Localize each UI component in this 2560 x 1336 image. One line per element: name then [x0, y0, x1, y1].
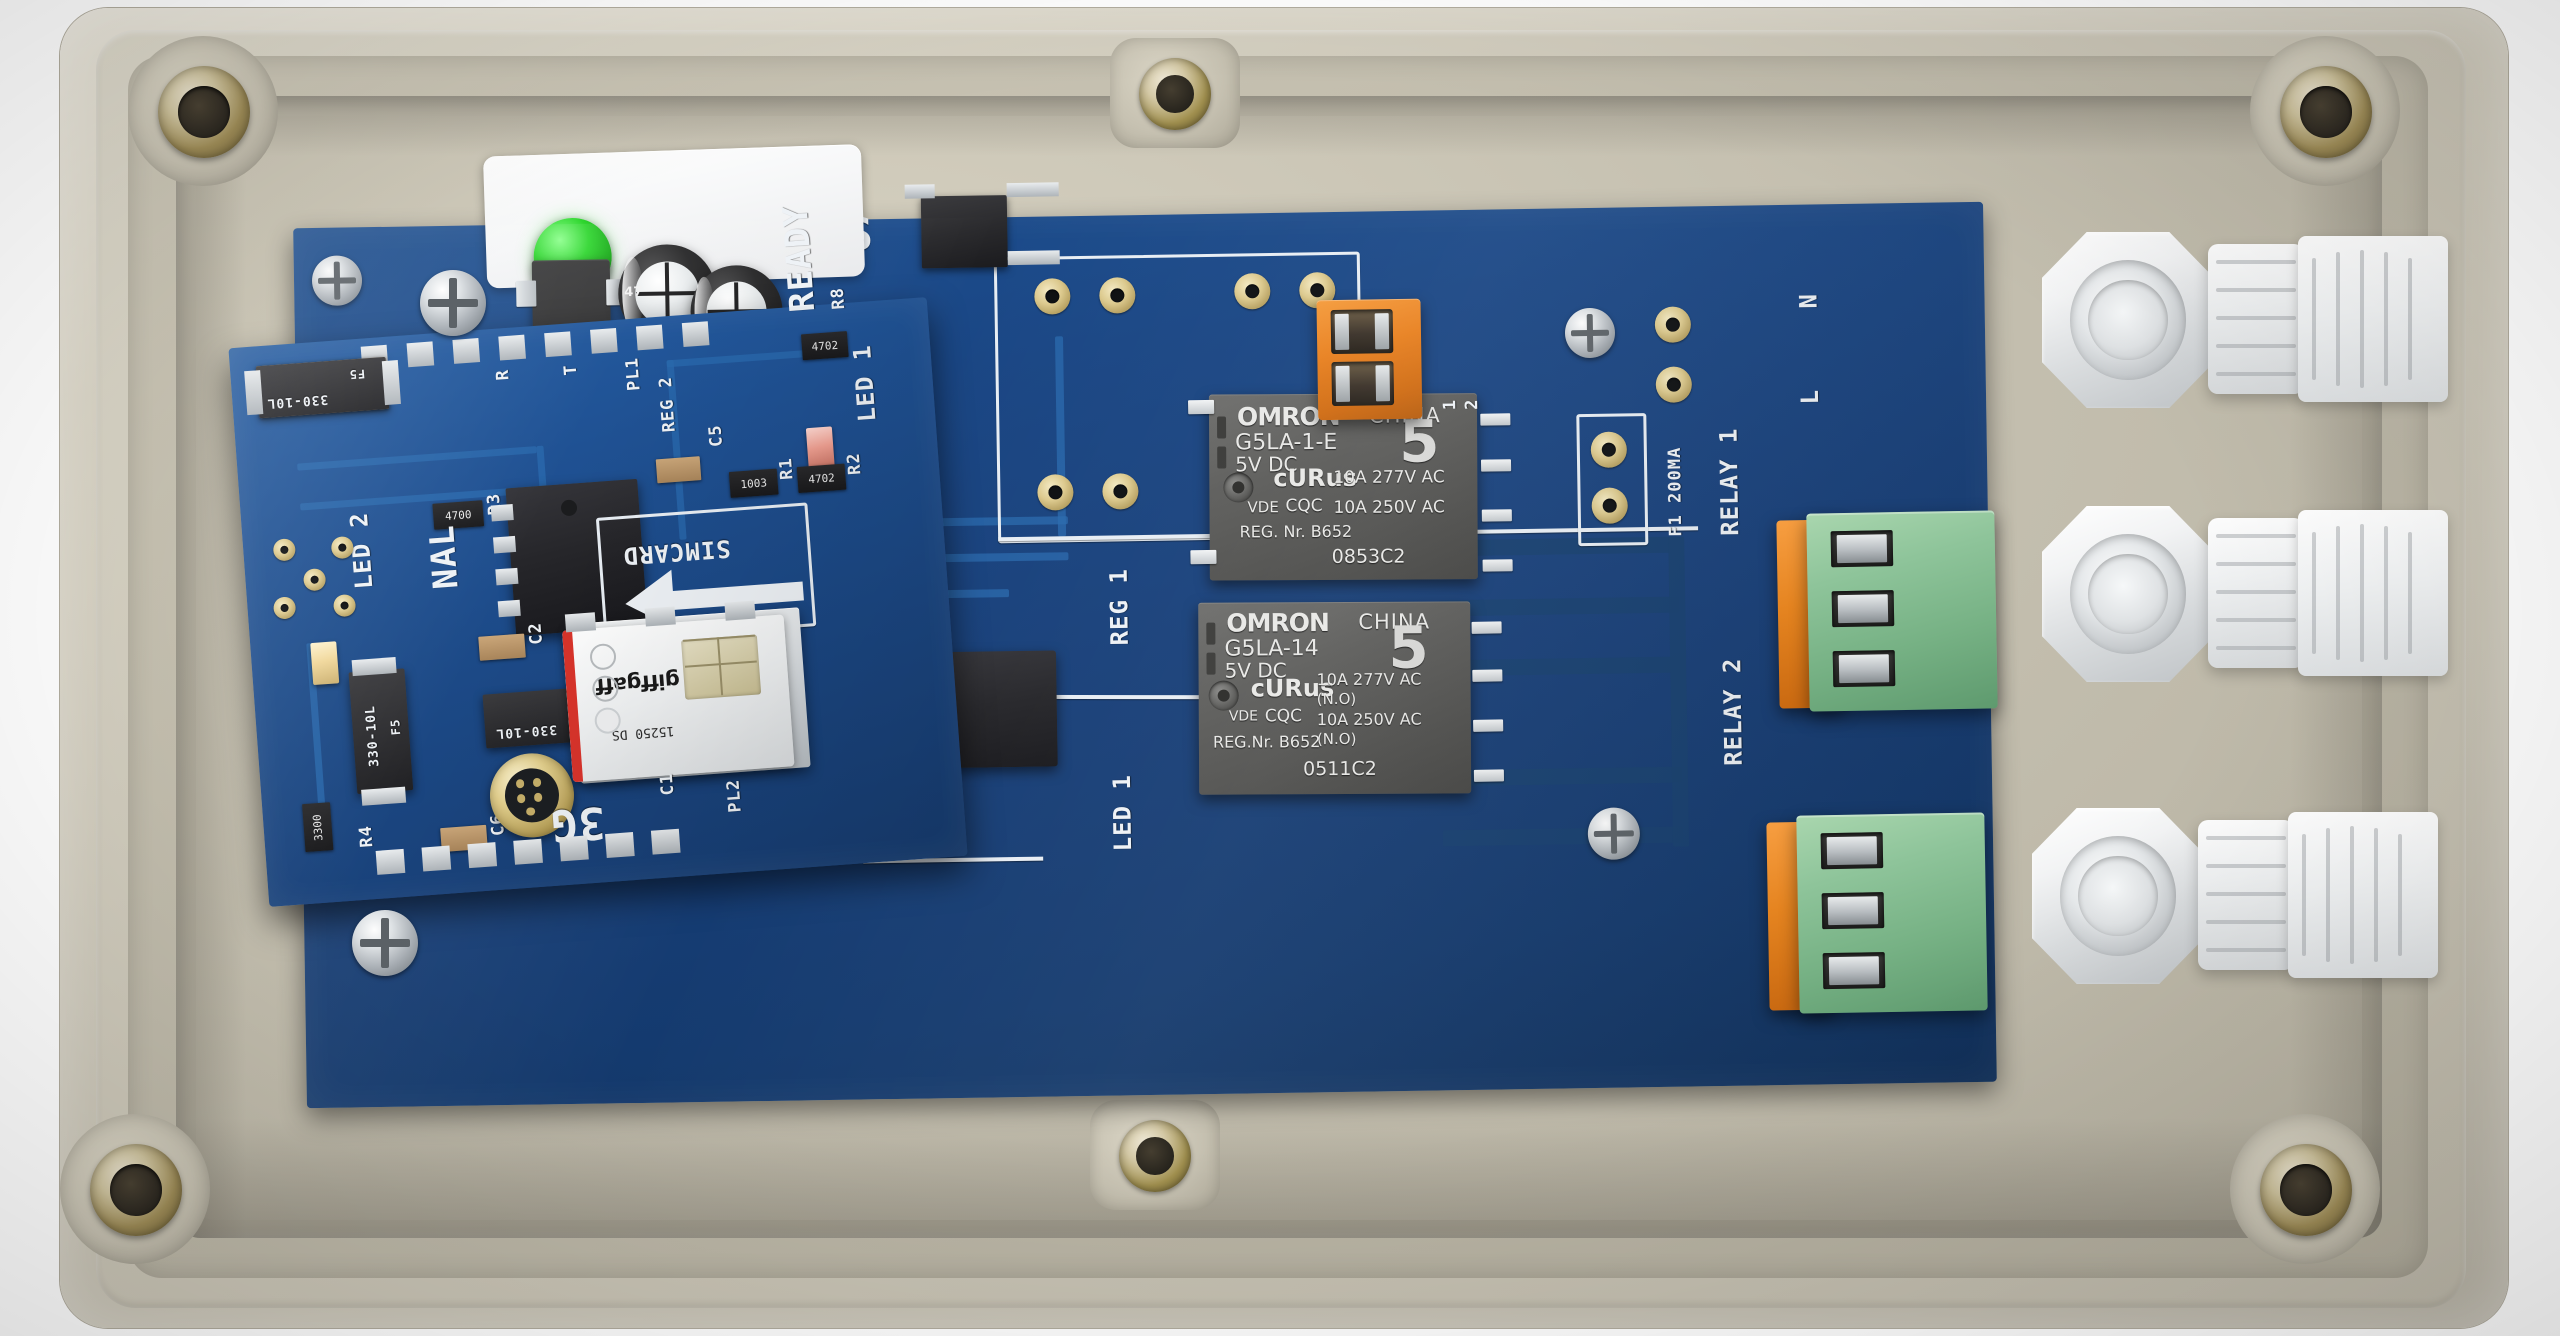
pcb-trace: [1439, 596, 1680, 617]
enclosure-wall-bottom: [176, 1118, 2382, 1238]
relay2-rating-2: 10A 250V AC: [1316, 709, 1422, 730]
relay2-pin: [1473, 719, 1504, 732]
cable-gland-body-top: [2208, 244, 2304, 394]
relay2-no-2: (N.O): [1316, 729, 1357, 749]
silk-label-relay2: RELAY 2: [1718, 657, 1748, 766]
relay1-datecode: 0853C2: [1331, 545, 1406, 568]
relay2-rating-1: 10A 277V AC: [1316, 669, 1422, 690]
relay-2-omron: OMRON CHINA G5LA-14 5V DC 5 cURus 10A 27…: [1198, 601, 1472, 795]
relay1-pin: [1190, 549, 1217, 565]
terminal-clamp: [1826, 836, 1878, 866]
terminal-clamp: [1827, 896, 1879, 926]
relay2-pin: [1471, 621, 1502, 634]
silk-label-tb1: 1: [1440, 398, 1461, 411]
relay2-brand: OMRON: [1226, 608, 1329, 638]
smd-lead: [904, 184, 935, 199]
terminal-clamp: [1837, 594, 1889, 624]
enclosure-wall-left: [176, 96, 246, 1238]
pcb-trace: [1442, 826, 1684, 847]
relay2-pin: [1472, 669, 1503, 682]
relay1-pin: [1480, 459, 1512, 472]
mid-screw-boss-top: [1139, 58, 1211, 130]
daughterboard-3g-module: PL1 T R READY R8 4702 LED 1 330-10L F5 R…: [228, 204, 968, 907]
cable-gland-cap-middle[interactable]: [2298, 510, 2448, 676]
cable-gland-cap-top[interactable]: [2298, 236, 2448, 402]
terminal-clamp: [1828, 956, 1880, 986]
daughterboard-screw-bottom[interactable]: [352, 910, 418, 976]
daughterboard-screw-top[interactable]: [420, 270, 486, 336]
silk-label-n: N: [1794, 292, 1823, 309]
smd-lead: [1007, 250, 1060, 266]
relay2-datecode: 0511C2: [1303, 757, 1377, 781]
relay1-cqc: CQC: [1285, 495, 1323, 517]
corner-screw-boss-bottom-left: [90, 1144, 182, 1236]
silk-label-relay1: RELAY 1: [1714, 427, 1745, 537]
silk-label-tb2: 2: [1462, 398, 1483, 410]
smd-lead: [1006, 182, 1059, 198]
relay2-reg: REG.Nr. B652: [1212, 732, 1321, 752]
silk-label-f1: F1 200MA: [1664, 446, 1687, 537]
relay2-big-digit: 5: [1388, 613, 1429, 682]
cap-value: 47: [624, 284, 643, 301]
board-mount-screw-top-left[interactable]: [311, 255, 363, 307]
silk-label-led1-reg: LED 1: [1107, 773, 1138, 852]
board-mount-screw-top-right[interactable]: [1564, 307, 1616, 359]
cable-gland-body-bottom: [2198, 820, 2294, 970]
silk-label-ready: READY: [775, 203, 824, 314]
relay-1-omron: OMRON CHINA G5LA-1-E 5V DC 5 cURus 10A 2…: [1208, 393, 1478, 581]
relay1-vde: VDE: [1247, 498, 1279, 517]
enclosure-wall-top: [176, 96, 2382, 156]
cable-gland-cap-bottom[interactable]: [2288, 812, 2438, 978]
relay1-rating-1: 10A 277V AC: [1333, 467, 1445, 488]
relay2-cqc: CQC: [1264, 706, 1302, 727]
mains-pad-n: [1654, 306, 1692, 343]
board-mount-screw-bottom-right[interactable]: [1587, 807, 1641, 861]
terminal-block-green-relay2[interactable]: [1796, 812, 1988, 1014]
terminal-clamp: [1836, 534, 1888, 564]
corner-screw-boss-top-right: [2280, 66, 2372, 158]
silk-label-l: L: [1795, 388, 1825, 405]
cable-gland-nut-top: [2042, 232, 2214, 408]
mid-screw-boss-bottom: [1119, 1120, 1191, 1192]
relay2-vde: VDE: [1228, 708, 1259, 725]
relay1-pin: [1482, 559, 1513, 572]
cable-gland-nut-bottom: [2032, 808, 2204, 984]
mains-pad-l: [1655, 366, 1693, 403]
relay1-reg: REG. Nr. B652: [1239, 521, 1353, 542]
relay1-rating-2: 10A 250V AC: [1333, 497, 1445, 518]
sot-transistor: [920, 195, 1008, 269]
terminal-block-green-relay1[interactable]: [1806, 510, 1998, 712]
pcb-trace: [1668, 536, 1690, 847]
relay1-pin: [1481, 509, 1512, 522]
corner-screw-boss-bottom-right: [2260, 1144, 2352, 1236]
relay1-big-digit: 5: [1398, 407, 1440, 476]
terminal-clamp: [1838, 654, 1890, 684]
corner-screw-boss-top-left: [158, 66, 250, 158]
cable-gland-body-middle: [2208, 518, 2304, 668]
silk-label-reg1: REG 1: [1104, 567, 1134, 646]
relay1-pin: [1480, 413, 1511, 426]
relay2-pin: [1473, 769, 1505, 782]
terminal-block-orange-2way[interactable]: [1316, 298, 1423, 421]
relay1-pin: [1188, 399, 1215, 415]
cable-gland-nut-middle: [2042, 506, 2214, 682]
relay2-no-1: (N.O): [1316, 689, 1357, 709]
